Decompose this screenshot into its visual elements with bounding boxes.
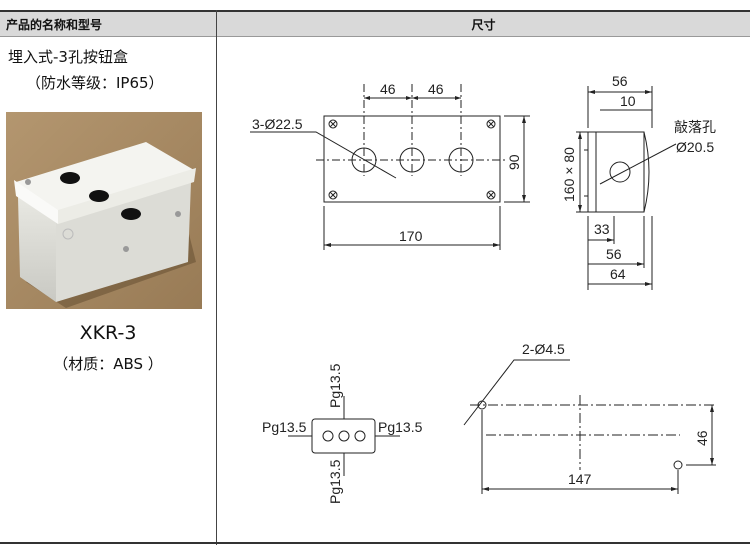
mount-hole-2 [673, 460, 683, 470]
front-dim-46-right: 46 [428, 81, 444, 97]
column-divider [216, 10, 217, 545]
header-product-label: 产品的名称和型号 [6, 17, 103, 32]
mount-hole-spec: 2-Ø4.5 [522, 341, 565, 357]
mount-dim-width: 147 [568, 471, 592, 487]
front-hole-spec: 3-Ø22.5 [252, 116, 303, 132]
side-knockout [609, 161, 631, 183]
pg-left-label: Pg13.5 [262, 419, 307, 435]
product-photo [6, 112, 202, 309]
header-dimension-label: 尺寸 [471, 17, 496, 32]
pg-right-label: Pg13.5 [378, 419, 423, 435]
side-dim-64: 64 [610, 266, 626, 282]
side-dim-56-top: 56 [612, 73, 628, 89]
side-view-outline [587, 131, 645, 213]
front-dim-46-left: 46 [380, 81, 396, 97]
side-dim-160x80: 160 × 80 [561, 147, 577, 202]
side-dim-56-bottom: 56 [606, 246, 622, 262]
side-knockout-label: 敲落孔 [674, 119, 716, 135]
side-dim-10: 10 [620, 93, 636, 109]
side-dim-33: 33 [594, 221, 610, 237]
bottom-view-outline [311, 418, 376, 454]
front-dim-width: 170 [399, 228, 423, 244]
bottom-border [0, 542, 750, 544]
product-material: （材质：ABS ） [53, 355, 163, 373]
header-dimension-column: 尺寸 [217, 10, 750, 37]
product-name: 埋入式-3孔按钮盒 [8, 48, 128, 66]
front-dim-height: 90 [506, 154, 522, 170]
pg-bottom-label: Pg13.5 [327, 459, 343, 504]
mount-dim-height: 46 [694, 430, 710, 446]
side-knockout-dia: Ø20.5 [676, 139, 714, 155]
dimension-drawing: 46 46 3-Ø22.5 90 170 56 10 敲落孔 Ø20.5 160… [250, 73, 716, 504]
product-rating: （防水等级：IP65） [26, 74, 164, 92]
product-model: XKR-3 [79, 322, 137, 344]
pg-top-label: Pg13.5 [327, 363, 343, 408]
header-product-column: 产品的名称和型号 [0, 10, 216, 37]
